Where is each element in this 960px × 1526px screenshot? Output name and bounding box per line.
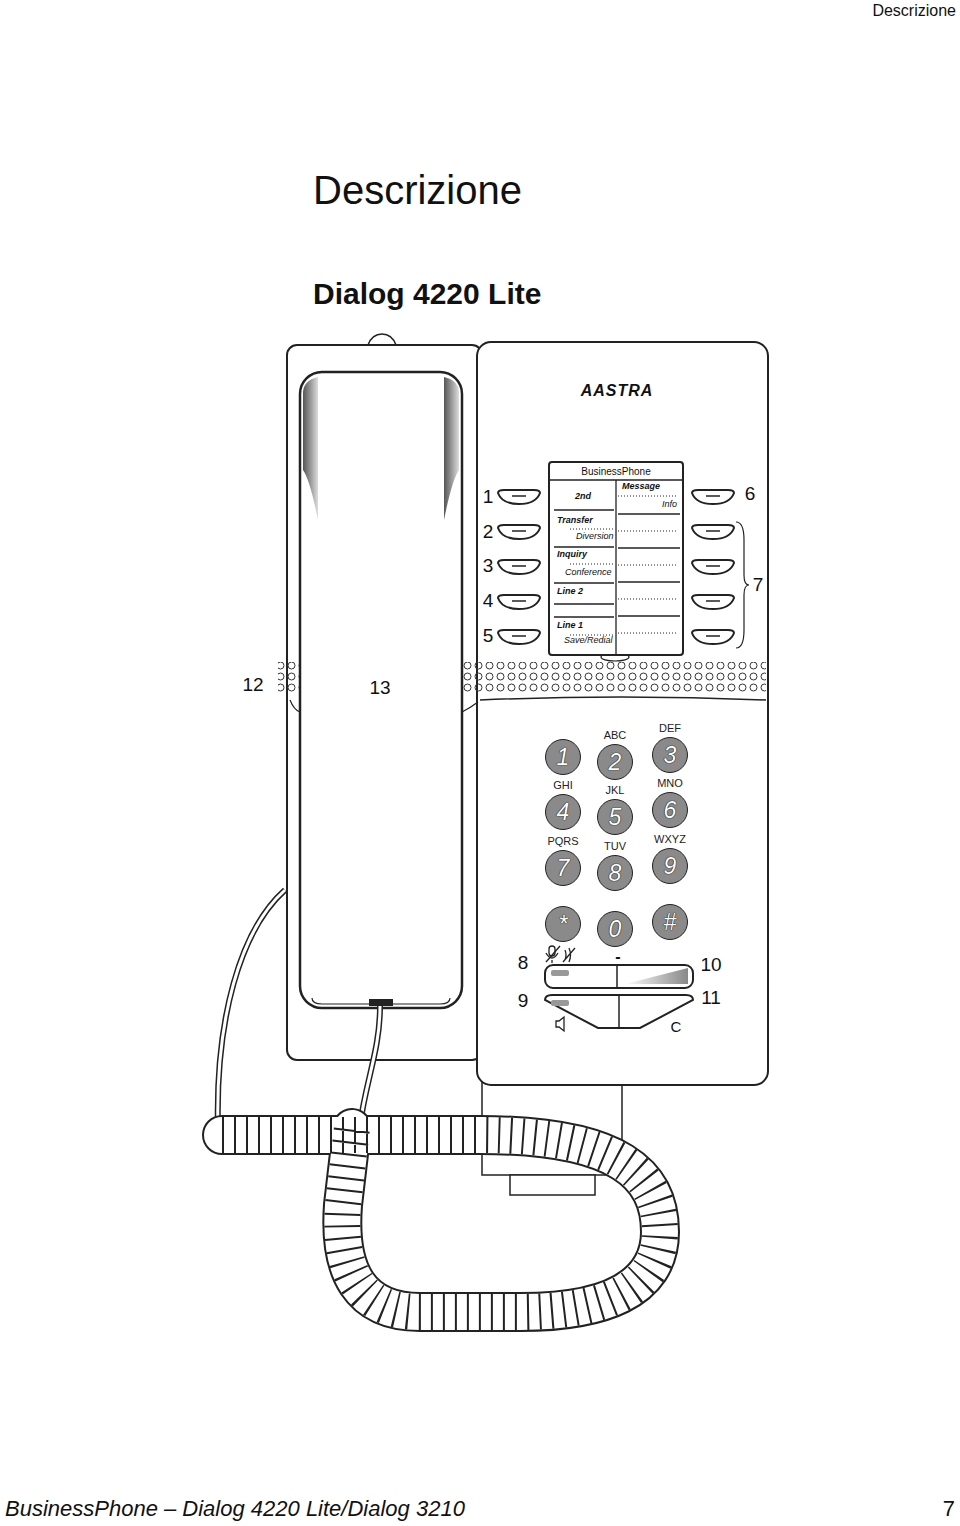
key-circle: 6 <box>652 792 688 828</box>
key-circle: 4 <box>545 794 581 830</box>
key-label: Transfer <box>557 516 593 526</box>
callout-number: 6 <box>745 484 756 505</box>
key-circle: 9 <box>652 848 688 884</box>
label-card: BusinessPhone 2nd MessageInfoTransferDiver… <box>548 461 684 656</box>
key-label: Info <box>662 500 677 510</box>
key-label: Line 2 <box>557 587 583 597</box>
keypad-key: * <box>539 888 587 942</box>
callout-number: 12 <box>242 675 263 696</box>
key-label: Inquiry <box>557 550 587 560</box>
cradle <box>287 345 482 1060</box>
page-footer: BusinessPhone – Dialog 4220 Lite/Dialog … <box>5 1497 465 1521</box>
key-label: Conference <box>565 568 612 578</box>
brand-logo: AASTRA <box>581 382 654 400</box>
handset <box>300 372 462 1008</box>
key-letters: WXYZ <box>654 830 686 848</box>
keypad-key: JKL 5 <box>591 781 639 835</box>
keypad-key: MNO 6 <box>646 774 694 828</box>
coiled-cord <box>222 1128 660 1312</box>
key-circle: 7 <box>545 850 581 886</box>
key-circle: # <box>652 904 688 940</box>
keypad-key: WXYZ 9 <box>646 830 694 884</box>
speaker-icon <box>556 1017 564 1031</box>
key-digit: 6 <box>664 799 677 822</box>
speaker-grille <box>472 662 766 694</box>
keypad-key: # <box>646 886 694 940</box>
key-letters: GHI <box>553 776 573 794</box>
key-circle: 3 <box>652 737 688 773</box>
key-circle: * <box>545 906 581 942</box>
key-label: Line 1 <box>557 621 583 631</box>
callout-number: 2 <box>483 522 494 543</box>
key-letters: TUV <box>604 837 626 855</box>
callout-number: 3 <box>483 556 494 577</box>
key-label: Save/Redial <box>564 636 613 646</box>
key-symbol: C <box>671 1019 682 1036</box>
mute-icon <box>546 946 575 963</box>
key-letters: JKL <box>606 781 625 799</box>
key-digit: 8 <box>609 862 622 885</box>
key-circle: 0 <box>597 911 633 947</box>
callout-number: 7 <box>753 575 764 596</box>
key-circle: 5 <box>597 799 633 835</box>
key-digit: 4 <box>557 801 570 824</box>
callout-number: 9 <box>518 991 529 1012</box>
key-symbol: - <box>615 948 620 966</box>
key-letters: DEF <box>659 719 681 737</box>
callout-number: 11 <box>701 988 721 1009</box>
key-digit: 9 <box>664 855 677 878</box>
subtitle: Dialog 4220 Lite <box>313 277 541 310</box>
key-letters: MNO <box>657 774 683 792</box>
callout-number: 1 <box>483 487 494 508</box>
callout-number: 13 <box>369 678 390 699</box>
keypad-key: DEF 3 <box>646 719 694 773</box>
keypad-key: 0 <box>591 893 639 947</box>
callout-number: 8 <box>518 953 529 974</box>
page-number: 7 <box>943 1497 955 1521</box>
card-heading: BusinessPhone <box>581 466 651 477</box>
phone-body <box>477 342 768 1085</box>
keypad-key: GHI 4 <box>539 776 587 830</box>
running-header: Descrizione <box>872 2 956 20</box>
key-digit: 5 <box>609 806 622 829</box>
key-circle: 2 <box>597 744 633 780</box>
keypad-key: PQRS 7 <box>539 832 587 886</box>
callout-number: 10 <box>700 955 721 976</box>
stand-foot <box>510 1175 595 1195</box>
key-letters: PQRS <box>547 832 578 850</box>
key-letters: ABC <box>604 726 627 744</box>
key-label: 2nd <box>575 492 591 502</box>
page-title: Descrizione <box>313 168 522 212</box>
bracket <box>736 522 749 648</box>
key-label: Message <box>622 482 660 492</box>
key-digit: 3 <box>664 744 677 767</box>
key-digit: 1 <box>557 746 570 769</box>
key-digit: 0 <box>609 918 622 941</box>
callout-number: 5 <box>483 626 494 647</box>
key-circle: 1 <box>545 739 581 775</box>
key-digit: # <box>664 911 677 934</box>
keypad-key: 1 <box>539 721 587 775</box>
key-circle: 8 <box>597 855 633 891</box>
callout-number: 4 <box>483 591 494 612</box>
key-digit: * <box>559 913 568 936</box>
key-label: Diversion <box>576 532 614 542</box>
key-digit: 7 <box>557 857 570 880</box>
keypad-key: ABC 2 <box>591 726 639 780</box>
keypad-key: TUV 8 <box>591 837 639 891</box>
key-digit: 2 <box>609 751 622 774</box>
